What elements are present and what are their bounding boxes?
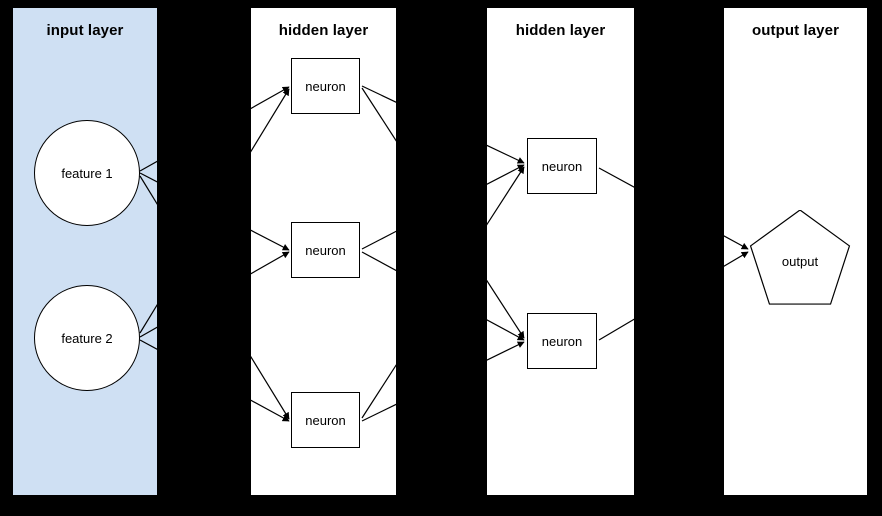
node-label-hidden1-neuron-3: neuron bbox=[305, 412, 346, 428]
edge-hidden1-neuron-3-to-hidden2-neuron-2 bbox=[487, 341, 525, 361]
edge-feature-2-to-hidden1-neuron-3 bbox=[139, 339, 157, 350]
edge-hidden2-neuron-2-to-output-node bbox=[598, 318, 634, 341]
edge-hidden2-neuron-1-to-output-node bbox=[598, 167, 634, 188]
pentagon-shape bbox=[749, 209, 851, 305]
edge-hidden1-neuron-1-to-hidden2-neuron-1 bbox=[361, 85, 396, 103]
node-output-node[interactable]: output bbox=[748, 209, 852, 314]
edge-feature-1-to-hidden1-neuron-3 bbox=[139, 175, 157, 205]
edge-hidden1-neuron-2-to-hidden2-neuron-1 bbox=[361, 230, 396, 250]
edge-hidden1-neuron-2-to-hidden2-neuron-1 bbox=[487, 164, 525, 185]
node-hidden1-neuron-1[interactable]: neuron bbox=[291, 58, 360, 114]
edge-hidden1-neuron-1-to-hidden2-neuron-2 bbox=[361, 87, 396, 142]
node-label-hidden1-neuron-2: neuron bbox=[305, 242, 346, 258]
node-label-feature-1: feature 1 bbox=[61, 165, 113, 181]
layer-panel-output: output layer output bbox=[724, 8, 867, 495]
node-label-feature-2: feature 2 bbox=[61, 330, 113, 346]
edge-hidden2-neuron-2-to-output-node bbox=[724, 251, 749, 267]
node-feature-2[interactable]: feature 2 bbox=[34, 285, 140, 391]
edge-feature-1-to-hidden1-neuron-3 bbox=[251, 355, 290, 420]
node-hidden1-neuron-3[interactable]: neuron bbox=[291, 392, 360, 448]
edge-hidden1-neuron-2-to-hidden2-neuron-2 bbox=[487, 319, 525, 341]
edge-hidden1-neuron-1-to-hidden2-neuron-2 bbox=[487, 279, 525, 339]
layer-title-output: output layer bbox=[751, 22, 840, 39]
edge-feature-1-to-hidden1-neuron-1 bbox=[251, 86, 290, 110]
layer-title-hidden-1: hidden layer bbox=[278, 22, 369, 39]
node-hidden1-neuron-2[interactable]: neuron bbox=[291, 222, 360, 278]
edge-feature-1-to-hidden1-neuron-2 bbox=[251, 229, 290, 251]
node-label-output-node: output bbox=[781, 254, 819, 269]
layer-title-input: input layer bbox=[46, 22, 124, 39]
edge-layer-hidden-2 bbox=[487, 144, 634, 361]
node-hidden2-neuron-2[interactable]: neuron bbox=[527, 313, 597, 369]
edge-feature-1-to-hidden1-neuron-2 bbox=[139, 172, 157, 183]
node-label-hidden2-neuron-2: neuron bbox=[541, 333, 583, 349]
node-label-hidden1-neuron-1: neuron bbox=[305, 78, 346, 94]
edge-feature-2-to-hidden1-neuron-3 bbox=[251, 399, 290, 422]
edge-layer-input bbox=[139, 160, 157, 350]
node-label-hidden2-neuron-1: neuron bbox=[541, 158, 583, 174]
layer-title-hidden-2: hidden layer bbox=[515, 22, 606, 39]
edge-hidden1-neuron-3-to-hidden2-neuron-1 bbox=[487, 166, 525, 226]
edge-hidden1-neuron-1-to-hidden2-neuron-1 bbox=[487, 144, 525, 164]
node-hidden2-neuron-1[interactable]: neuron bbox=[527, 138, 597, 194]
edge-hidden1-neuron-3-to-hidden2-neuron-1 bbox=[361, 364, 396, 419]
edge-feature-2-to-hidden1-neuron-2 bbox=[139, 326, 157, 338]
edge-hidden1-neuron-2-to-hidden2-neuron-2 bbox=[361, 251, 396, 272]
layer-panel-hidden-1: hidden layer neuron neuron neuron bbox=[251, 8, 396, 495]
node-feature-1[interactable]: feature 1 bbox=[34, 120, 140, 226]
layer-panel-hidden-2: hidden layer neuron neuron bbox=[487, 8, 634, 495]
edge-hidden1-neuron-3-to-hidden2-neuron-2 bbox=[361, 403, 396, 422]
edge-feature-2-to-hidden1-neuron-2 bbox=[251, 251, 290, 275]
edge-feature-2-to-hidden1-neuron-1 bbox=[139, 304, 157, 334]
edge-feature-2-to-hidden1-neuron-1 bbox=[251, 88, 290, 153]
edge-feature-1-to-hidden1-neuron-1 bbox=[139, 160, 157, 172]
layer-panel-input: input layer feature 1 feature 2 bbox=[13, 8, 157, 495]
edge-hidden2-neuron-1-to-output-node bbox=[724, 235, 749, 250]
